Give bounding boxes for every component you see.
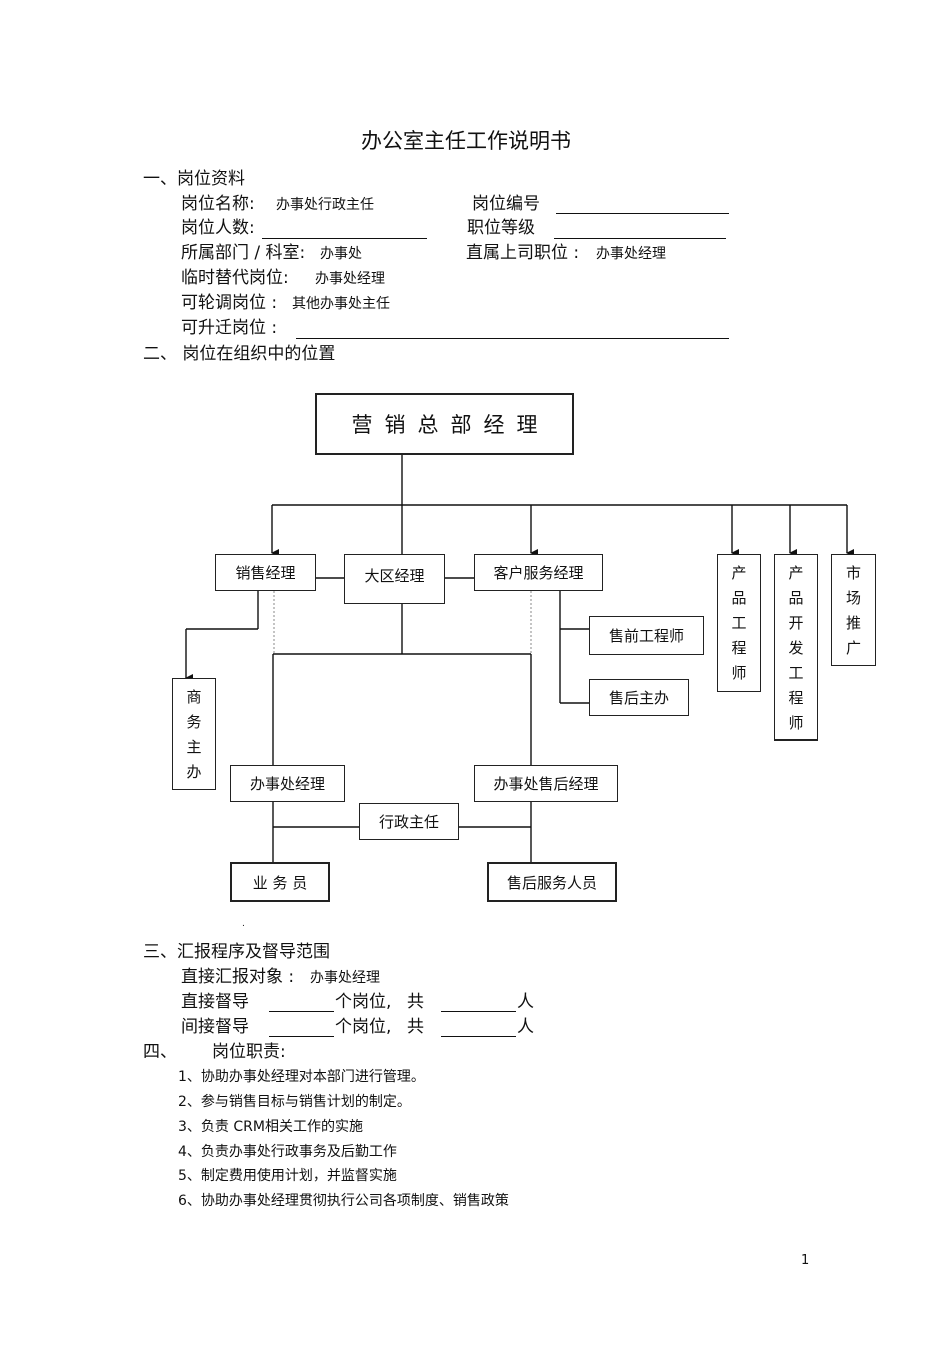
direct-people-blank[interactable] [441, 1011, 516, 1012]
duty-item: 4、负责办事处行政事务及后勤工作 [178, 1144, 397, 1160]
duty-item: 2、参与销售目标与销售计划的制定。 [178, 1094, 411, 1110]
dept-value: 办事处 [320, 246, 362, 262]
org-cs-manager: 客户服务经理 [474, 554, 603, 591]
position-name-label: 岗位名称: [181, 194, 255, 214]
promotion-blank[interactable] [296, 338, 729, 339]
direct-supervise-label: 直接督导 [181, 992, 249, 1012]
dept-label: 所属部门 / 科室: [181, 243, 306, 263]
direct-positions-blank[interactable] [269, 1011, 334, 1012]
org-region-manager: 大区经理 [344, 554, 445, 604]
org-aftersales-lead: 售后主办 [589, 679, 689, 716]
direct-total-label: 共 [407, 992, 424, 1012]
duty-item: 3、负责 CRM相关工作的实施 [178, 1119, 363, 1135]
org-sales-manager: 销售经理 [215, 554, 316, 591]
section4-heading-num: 四、 [143, 1042, 177, 1062]
indirect-total-label: 共 [407, 1017, 424, 1037]
direct-positions-suffix: 个岗位, [335, 992, 392, 1012]
indirect-people-blank[interactable] [441, 1036, 516, 1037]
position-code-blank[interactable] [556, 213, 729, 214]
direct-people-suffix: 人 [517, 992, 534, 1012]
org-office-manager: 办事处经理 [230, 765, 345, 802]
substitute-label: 临时替代岗位: [181, 268, 289, 288]
org-product-dev-engineer: 产 品 开 发 工 程 师 [774, 554, 818, 741]
section1-heading: 一、岗位资料 [143, 169, 245, 189]
page-number: 1 [801, 1253, 810, 1268]
rotation-label: 可轮调岗位 : [181, 293, 278, 313]
org-marketing: 市 场 推 广 [831, 554, 876, 666]
rotation-value: 其他办事处主任 [292, 296, 390, 312]
headcount-blank[interactable] [262, 238, 427, 239]
stray-dot: . [242, 919, 245, 929]
org-admin-director: 行政主任 [359, 803, 459, 840]
report-to-label: 直接汇报对象 : [181, 967, 295, 987]
org-top-manager: 营销总部经理 [315, 393, 574, 455]
page-title: 办公室主任工作说明书 [361, 129, 571, 153]
section2-heading: 二、 岗位在组织中的位置 [143, 344, 336, 364]
org-business-assistant: 商 务 主 办 [172, 678, 216, 790]
org-salesperson: 业 务 员 [230, 862, 330, 902]
indirect-positions-suffix: 个岗位, [335, 1017, 392, 1037]
grade-blank[interactable] [554, 238, 726, 239]
position-name-value: 办事处行政主任 [276, 197, 374, 213]
duty-item: 6、协助办事处经理贯彻执行公司各项制度、销售政策 [178, 1193, 509, 1209]
report-to-value: 办事处经理 [310, 970, 380, 986]
duty-item: 5、制定费用使用计划，并监督实施 [178, 1168, 397, 1184]
superior-label: 直属上司职位 : [466, 243, 580, 263]
section3-heading: 三、汇报程序及督导范围 [143, 942, 330, 962]
org-presales-engineer: 售前工程师 [589, 616, 704, 655]
headcount-label: 岗位人数: [181, 218, 255, 238]
section4-heading-text: 岗位职责: [212, 1042, 286, 1062]
position-code-label: 岗位编号 [472, 194, 540, 214]
org-office-aftersales-manager: 办事处售后经理 [474, 765, 618, 802]
indirect-positions-blank[interactable] [269, 1036, 334, 1037]
duty-item: 1、协助办事处经理对本部门进行管理。 [178, 1069, 425, 1085]
indirect-people-suffix: 人 [517, 1017, 534, 1037]
substitute-value: 办事处经理 [315, 271, 385, 287]
org-aftersales-staff: 售后服务人员 [487, 862, 617, 902]
superior-value: 办事处经理 [596, 246, 666, 262]
grade-label: 职位等级 [467, 218, 535, 238]
promotion-label: 可升迁岗位 : [181, 318, 278, 338]
indirect-supervise-label: 间接督导 [181, 1017, 249, 1037]
org-product-engineer: 产 品 工 程 师 [717, 554, 761, 692]
